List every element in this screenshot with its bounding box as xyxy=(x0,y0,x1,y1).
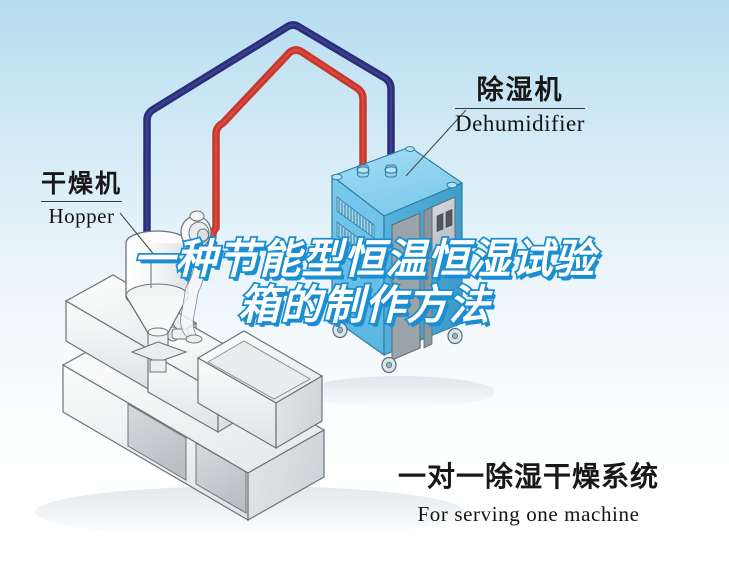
system-caption-cn: 一对一除湿干燥系统 xyxy=(398,460,660,493)
system-caption-en: For serving one machine xyxy=(417,502,640,526)
dehumidifier-label-rule xyxy=(455,108,585,109)
machine-lid-recess xyxy=(206,340,312,400)
pipe-connectors xyxy=(331,146,458,189)
return-pipe-navy xyxy=(143,21,395,254)
hopper-flange xyxy=(130,341,188,363)
panel-display-left xyxy=(436,212,444,233)
machine-panel-1 xyxy=(127,403,187,481)
dehumidifier-leader-line xyxy=(405,109,467,177)
supply-pipe-red xyxy=(208,46,367,247)
dehumidifier-unit xyxy=(330,146,464,374)
unit-vent-upper xyxy=(336,196,375,239)
dehumidifier-label-en: Dehumidifier xyxy=(455,111,585,136)
hopper-label-rule xyxy=(41,201,123,202)
machine-panel-2 xyxy=(195,442,247,514)
panel-display-right xyxy=(445,208,453,229)
hopper-label: 干燥机 Hopper xyxy=(41,164,123,229)
dehumidifier-label-cn: 除湿机 xyxy=(476,75,564,106)
hopper-leader-line xyxy=(119,212,161,263)
unit-vent-lower xyxy=(336,221,375,264)
hopper-blower xyxy=(180,210,212,249)
dehumidifier-label: 除湿机 Dehumidifier xyxy=(455,68,585,137)
hopper-unit xyxy=(125,210,212,373)
unit-casters xyxy=(332,321,463,374)
unit-access-door xyxy=(391,212,421,361)
molding-machine xyxy=(61,274,326,522)
hopper-label-cn: 干燥机 xyxy=(41,169,123,198)
system-caption: 一对一除湿干燥系统 For serving one machine xyxy=(398,455,659,527)
hopper-label-en: Hopper xyxy=(48,204,115,228)
